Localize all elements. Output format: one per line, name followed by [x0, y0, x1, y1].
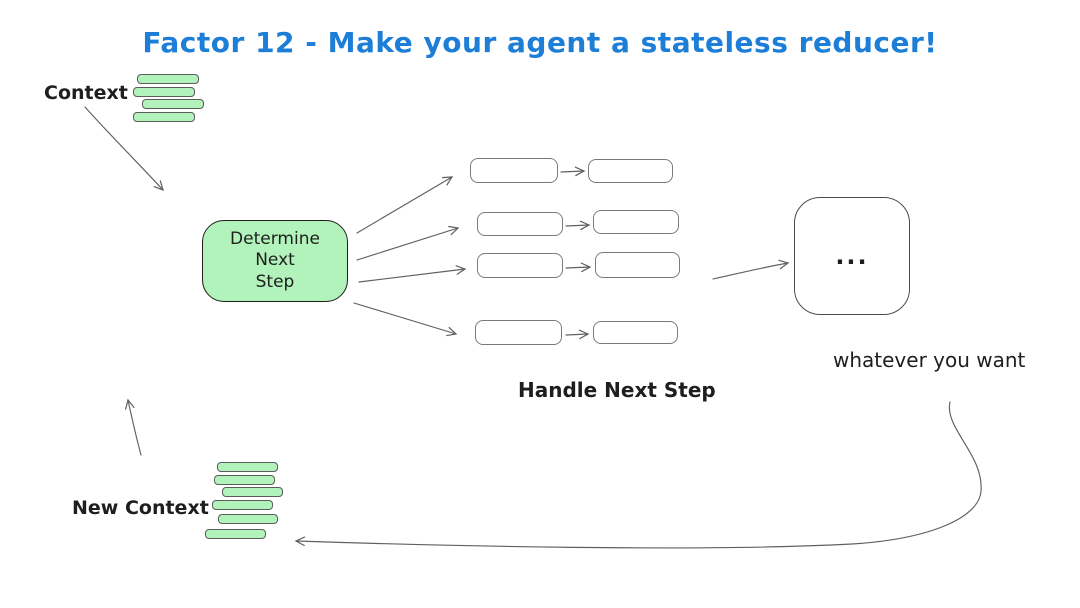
new-context-stack-bar — [218, 514, 278, 524]
arrow-fanout-1 — [356, 176, 454, 234]
step-box — [588, 159, 673, 183]
step-box — [475, 320, 562, 345]
curve-whatever-to-newcontext — [294, 401, 982, 549]
step-box — [593, 321, 678, 344]
arrow-fanout-2 — [356, 225, 460, 261]
arrow-rows-to-bigbox — [712, 259, 790, 280]
step-box — [477, 253, 563, 278]
context-label: Context — [44, 82, 128, 104]
step-box — [477, 212, 563, 236]
arrow-row-4 — [565, 329, 590, 340]
context-stack-bar — [142, 99, 204, 109]
new-context-stack-bar — [212, 500, 273, 510]
determine-next-step-box: Determine Next Step — [202, 220, 348, 302]
arrow-row-2 — [565, 220, 591, 231]
diagram-title: Factor 12 - Make your agent a stateless … — [142, 26, 938, 59]
ellipsis-label: ... — [835, 242, 869, 270]
handle-next-step-label: Handle Next Step — [518, 378, 716, 402]
context-stack-bar — [137, 74, 199, 84]
context-stack-bar — [133, 112, 195, 122]
arrow-newcontext-up — [125, 398, 142, 456]
new-context-label: New Context — [72, 497, 209, 519]
arrow-fanout-4 — [353, 302, 458, 337]
arrow-row-3 — [565, 262, 592, 273]
step-box — [470, 158, 558, 183]
whatever-box: ... — [794, 197, 910, 315]
new-context-stack-bar — [217, 462, 278, 472]
whatever-you-want-label: whatever you want — [833, 348, 1026, 372]
arrow-row-1 — [560, 166, 586, 177]
new-context-stack-bar — [214, 475, 275, 485]
arrow-fanout-3 — [358, 265, 467, 283]
new-context-stack-bar — [205, 529, 266, 539]
context-stack-bar — [133, 87, 195, 97]
step-box — [595, 252, 680, 278]
step-box — [593, 210, 679, 234]
new-context-stack-bar — [222, 487, 283, 497]
